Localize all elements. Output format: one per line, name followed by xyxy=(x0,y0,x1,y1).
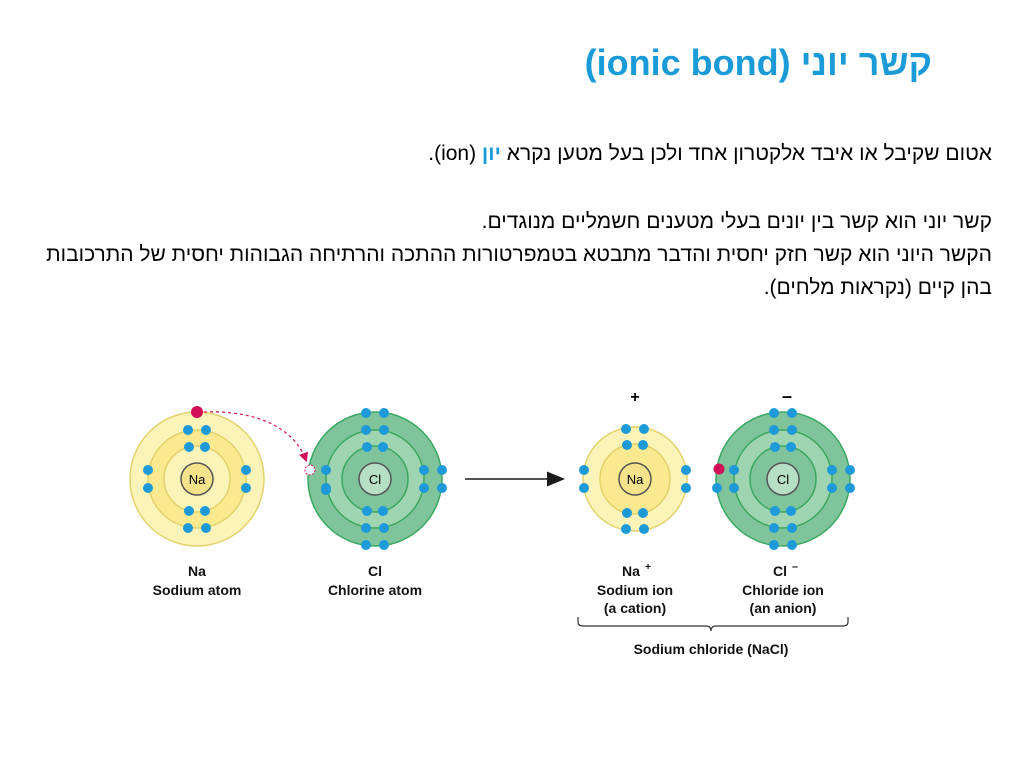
sodium-ion-type-label: (a cation) xyxy=(604,600,666,616)
ion-term: יון xyxy=(481,142,501,165)
sodium-ion-electrons xyxy=(579,424,691,534)
chloride-electrons xyxy=(712,408,855,550)
gained-electron xyxy=(713,463,725,475)
chlorine-electrons xyxy=(321,408,447,550)
chlorine-atom-symbol-label: Cl xyxy=(368,563,382,579)
chloride-ion-name-label: Chloride ion xyxy=(742,582,824,598)
chloride-ion-charge: – xyxy=(782,386,792,406)
page-title: קשר יוני (ionic bond) xyxy=(584,42,932,83)
chloride-ion-type-label: (an anion) xyxy=(750,600,817,616)
transferred-electron xyxy=(191,406,203,418)
chloride-ion-superscript: – xyxy=(792,561,798,573)
ionic-bond-paragraph: קשר יוני הוא קשר בין יונים בעלי מטענים ח… xyxy=(12,205,992,304)
sodium-atom: Na xyxy=(129,406,265,547)
chlorine-atom: Cl xyxy=(304,408,447,550)
sodium-ion-symbol-label: Na xyxy=(622,563,640,579)
compound-brace xyxy=(577,617,849,632)
sodium-ion-name-label: Sodium ion xyxy=(597,582,673,598)
chloride-nucleus xyxy=(766,462,800,496)
sodium-ion-nucleus xyxy=(618,462,652,496)
chlorine-nucleus-symbol: Cl xyxy=(369,472,381,487)
sodium-ion-charge: + xyxy=(630,389,639,406)
chlorine-nucleus xyxy=(358,462,392,496)
chloride-nucleus-symbol: Cl xyxy=(777,472,789,487)
electron-vacancy xyxy=(304,464,316,476)
sodium-electrons xyxy=(143,425,251,533)
sodium-nucleus xyxy=(180,462,214,496)
sodium-ion: Na + xyxy=(579,389,691,534)
ionic-bond-line-1: קשר יוני הוא קשר בין יונים בעלי מטענים ח… xyxy=(481,210,992,233)
sodium-atom-symbol-label: Na xyxy=(188,563,206,579)
chloride-ion: Cl – xyxy=(712,386,855,550)
ionic-bond-line-2: הקשר היוני הוא קשר חזק יחסית והדבר מתבטא… xyxy=(46,243,992,299)
sodium-ion-nucleus-symbol: Na xyxy=(627,472,644,487)
ion-definition-text: אטום שקיבל או איבד אלקטרון אחד ולכן בעל … xyxy=(500,142,992,165)
electron-transfer-arrow xyxy=(203,411,309,463)
chlorine-atom-name-label: Chlorine atom xyxy=(328,582,422,598)
sodium-ion-superscript: + xyxy=(645,562,651,573)
ion-definition-suffix: (ion). xyxy=(428,142,482,165)
ion-definition-paragraph: אטום שקיבל או איבד אלקטרון אחד ולכן בעל … xyxy=(12,137,992,170)
chloride-ion-symbol-label: Cl xyxy=(773,563,787,579)
sodium-nucleus-symbol: Na xyxy=(189,472,206,487)
compound-label: Sodium chloride (NaCl) xyxy=(634,641,789,657)
sodium-atom-name-label: Sodium atom xyxy=(153,582,242,598)
